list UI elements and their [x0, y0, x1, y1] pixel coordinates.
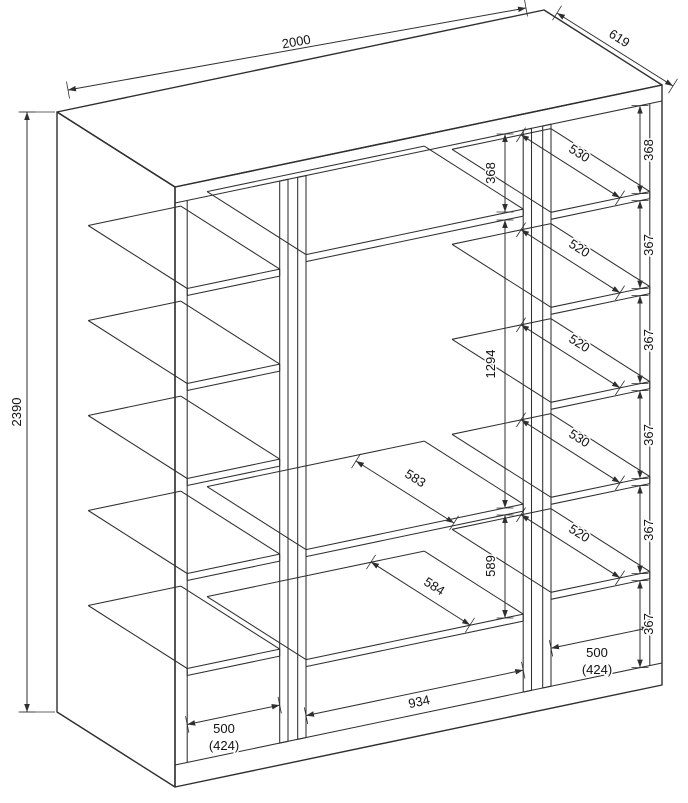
dim-right-gap-3: 367 — [641, 329, 656, 351]
dim-right-gap-5: 367 — [641, 519, 656, 541]
dim-left-width: 500 — [213, 721, 235, 736]
dim-middle-lower-gap: 589 — [483, 555, 498, 577]
shelves-and-dimension-lines — [18, 0, 678, 744]
dim-right-shelf-depth-1: 530 — [566, 141, 592, 165]
dim-right-gap-4: 367 — [641, 424, 656, 446]
dim-right-gap-1: 368 — [641, 139, 656, 161]
dim-right-gap-2: 367 — [641, 234, 656, 256]
dim-middle-shelf-depth: 583 — [402, 466, 428, 490]
dim-right-width-secondary: (424) — [582, 662, 612, 677]
dim-middle-width: 934 — [407, 692, 431, 711]
dim-overall-height: 2390 — [9, 398, 24, 427]
dimension-labels: 2000 619 2390 368 1294 589 583 584 934 5… — [8, 25, 658, 755]
left-side-face — [56, 111, 176, 788]
dim-right-shelf-depth-3: 520 — [566, 331, 592, 355]
dim-hanging-height: 1294 — [483, 350, 498, 379]
dim-right-shelf-depth-5: 520 — [566, 521, 592, 545]
top-face — [56, 9, 663, 188]
dim-right-shelf-depth-2: 520 — [566, 236, 592, 260]
dim-middle-top-gap: 368 — [483, 162, 498, 184]
dim-right-width: 500 — [586, 645, 608, 660]
dim-overall-width: 2000 — [281, 32, 312, 52]
dim-middle-bottom-depth: 584 — [421, 574, 447, 598]
dim-left-width-secondary: (424) — [209, 738, 239, 753]
dim-right-shelf-depth-4: 530 — [566, 426, 592, 450]
dim-right-gap-6: 367 — [641, 613, 656, 635]
